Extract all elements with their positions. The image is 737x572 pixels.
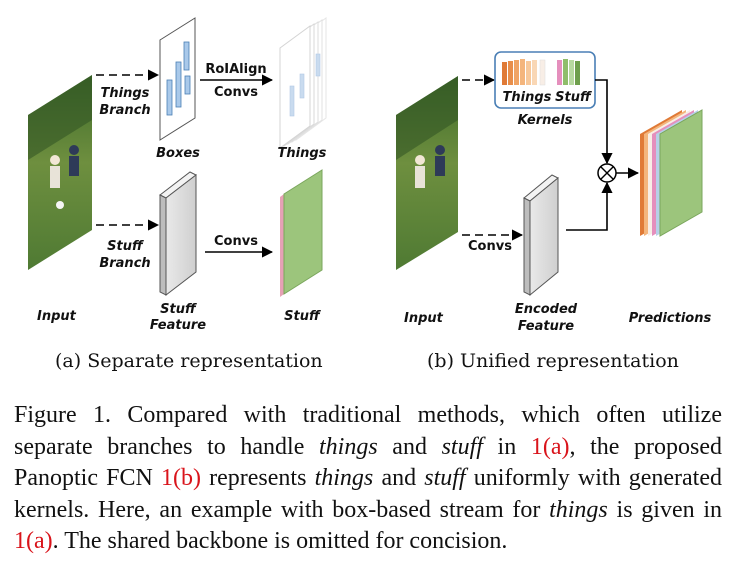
predictions-label: Predictions (629, 311, 712, 326)
caption-text: in (482, 433, 531, 460)
kernels-stuff-label: Stuff (555, 90, 592, 105)
stuff-branch-label-line2: Branch (99, 256, 150, 271)
predictions-stack (640, 109, 703, 237)
figure-caption: Figure 1. Compared with traditional meth… (14, 400, 722, 558)
panel-a: Input Things Branch Stuff Branch Boxes R… (28, 17, 327, 372)
things-label: Things (278, 146, 327, 161)
input-image-a (28, 75, 92, 270)
convs-label-b: Convs (468, 239, 512, 254)
things-stack (279, 17, 327, 149)
caption-text: is given in (607, 496, 723, 523)
figure-ref-link-a[interactable]: 1(a) (14, 528, 53, 554)
encoded-feature-label-line1: Encoded (515, 302, 578, 317)
kernels-label: Kernels (518, 113, 573, 128)
encoded-feature-label-line2: Feature (518, 319, 574, 334)
stuff-output (280, 169, 323, 297)
subcaption-b: (b) Unified representation (427, 350, 679, 372)
caption-things-term: things (314, 465, 374, 491)
boxes-panel (159, 17, 196, 141)
caption-text: Figure 1. Compared with traditional meth… (14, 402, 722, 460)
figure-ref-link-b[interactable]: 1(b) (161, 465, 201, 491)
kernels-to-operator-arrow (595, 79, 613, 165)
things-branch-label-line1: Things (101, 86, 150, 101)
convs-bottom-label: Convs (214, 234, 258, 249)
input-label-b: Input (404, 311, 444, 326)
caption-text: uniformly with generated kernels. Here, … (14, 465, 722, 523)
feature-to-operator-arrow (566, 181, 613, 231)
caption-things-term: things (319, 433, 378, 460)
panel-b: Input Convs Things Stuff Kernels (396, 51, 712, 372)
caption-things-term: things (549, 496, 608, 523)
caption-text: . The shared backbone is omitted for con… (52, 528, 508, 554)
boxes-label: Boxes (156, 146, 200, 161)
subcaption-a: (a) Separate representation (55, 350, 323, 372)
figure-ref-link-a[interactable]: 1(a) (530, 433, 570, 460)
stuff-feature-label-line1: Stuff (160, 302, 197, 317)
encoded-feature-block (523, 174, 559, 297)
caption-text: and (377, 433, 442, 460)
things-branch-label-line2: Branch (99, 103, 150, 118)
caption-stuff-term: stuff (441, 433, 483, 460)
caption-text: and (373, 465, 425, 491)
stuff-branch-label-line1: Stuff (107, 239, 144, 254)
kernels-box (494, 51, 596, 109)
roialign-label: RoIAlign (205, 62, 266, 77)
input-image-b (396, 76, 458, 270)
kernels-things-label: Things (503, 90, 552, 105)
caption-text: represents (200, 465, 315, 491)
stuff-feature-block (159, 171, 197, 297)
caption-stuff-term: stuff (424, 465, 466, 491)
stuff-label: Stuff (284, 309, 321, 324)
stuff-feature-label-line2: Feature (150, 318, 206, 333)
convs-top-label: Convs (214, 85, 258, 100)
caption-text: , the proposed Panoptic FCN (14, 433, 723, 492)
input-label-a: Input (37, 309, 77, 324)
